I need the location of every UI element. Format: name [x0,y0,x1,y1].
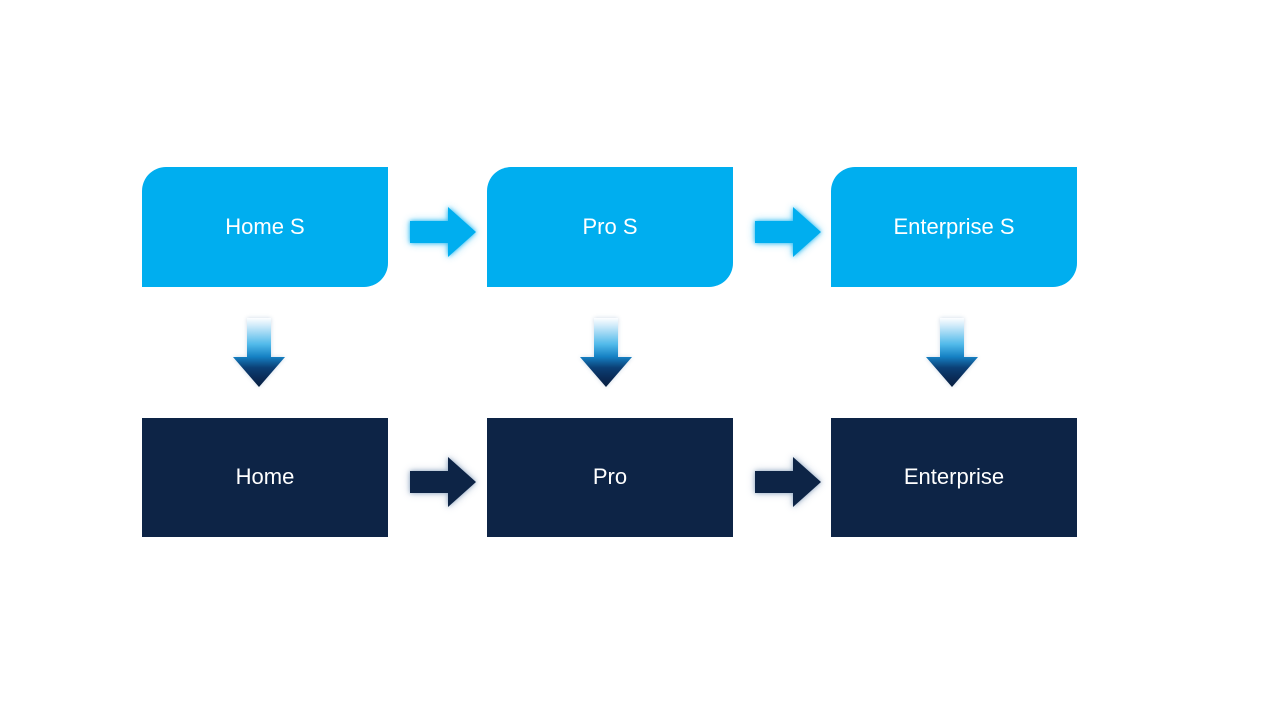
node-pro-label: Pro [592,464,628,490]
right-arrow-icon-pro-to-enterprise [755,457,821,507]
right-arrow-icon-pro-s-to-enterprise-s [755,207,821,257]
node-enterprise-label: Enterprise [903,464,1005,490]
node-enterprise: Enterprise [831,418,1077,537]
down-arrow-icon-pro-s-to-pro [580,318,632,387]
node-pro: Pro [487,418,733,537]
right-arrow-icon-home-s-to-pro-s [410,207,476,257]
right-arrow-icon-home-to-pro [410,457,476,507]
node-enterprise-s: Enterprise S [831,167,1077,287]
node-enterprise-s-label: Enterprise S [893,213,1015,239]
node-pro-s-label: Pro S [582,213,638,239]
node-home-s-label: Home S [225,213,305,239]
down-arrow-icon-home-s-to-home [233,318,285,387]
down-arrow-icon-enterprise-s-to-enterprise [926,318,978,387]
node-home-label: Home [235,464,295,490]
node-home-s: Home S [142,167,388,287]
node-pro-s: Pro S [487,167,733,287]
node-home: Home [142,418,388,537]
